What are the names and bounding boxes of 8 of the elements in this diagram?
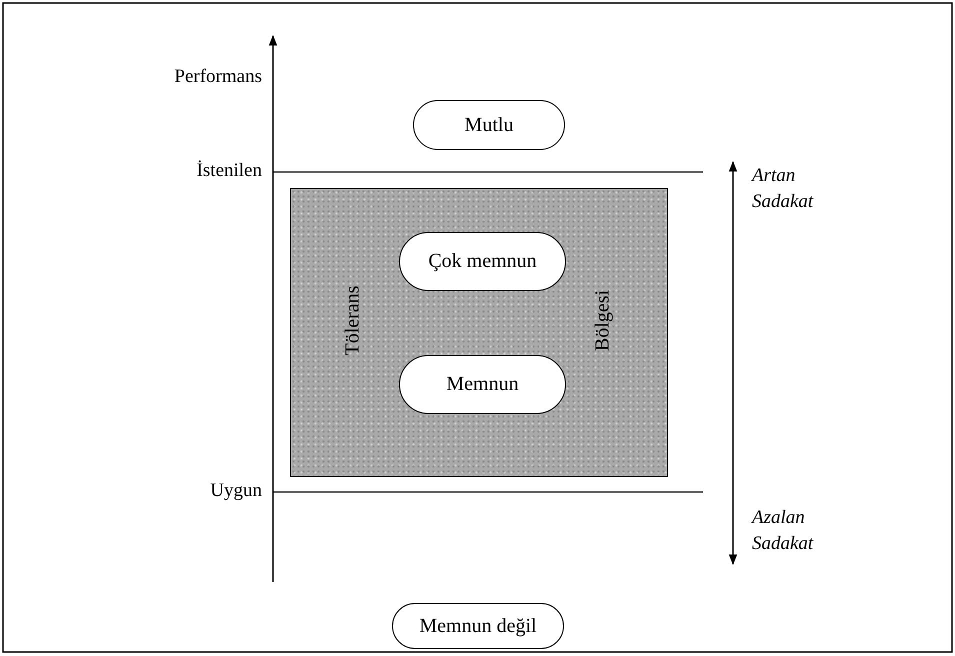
axis-label: Performans (174, 66, 262, 88)
zone-label: Tölerans (342, 284, 364, 358)
zone-label: Bölgesi (592, 288, 614, 354)
axis-note: Artan Sadakat (752, 164, 814, 214)
axis-label: İstenilen (196, 160, 262, 182)
tolerance-zone (290, 188, 668, 477)
axis-note: Azalan Sadakat (752, 506, 814, 556)
axis-label: Uygun (210, 480, 262, 502)
